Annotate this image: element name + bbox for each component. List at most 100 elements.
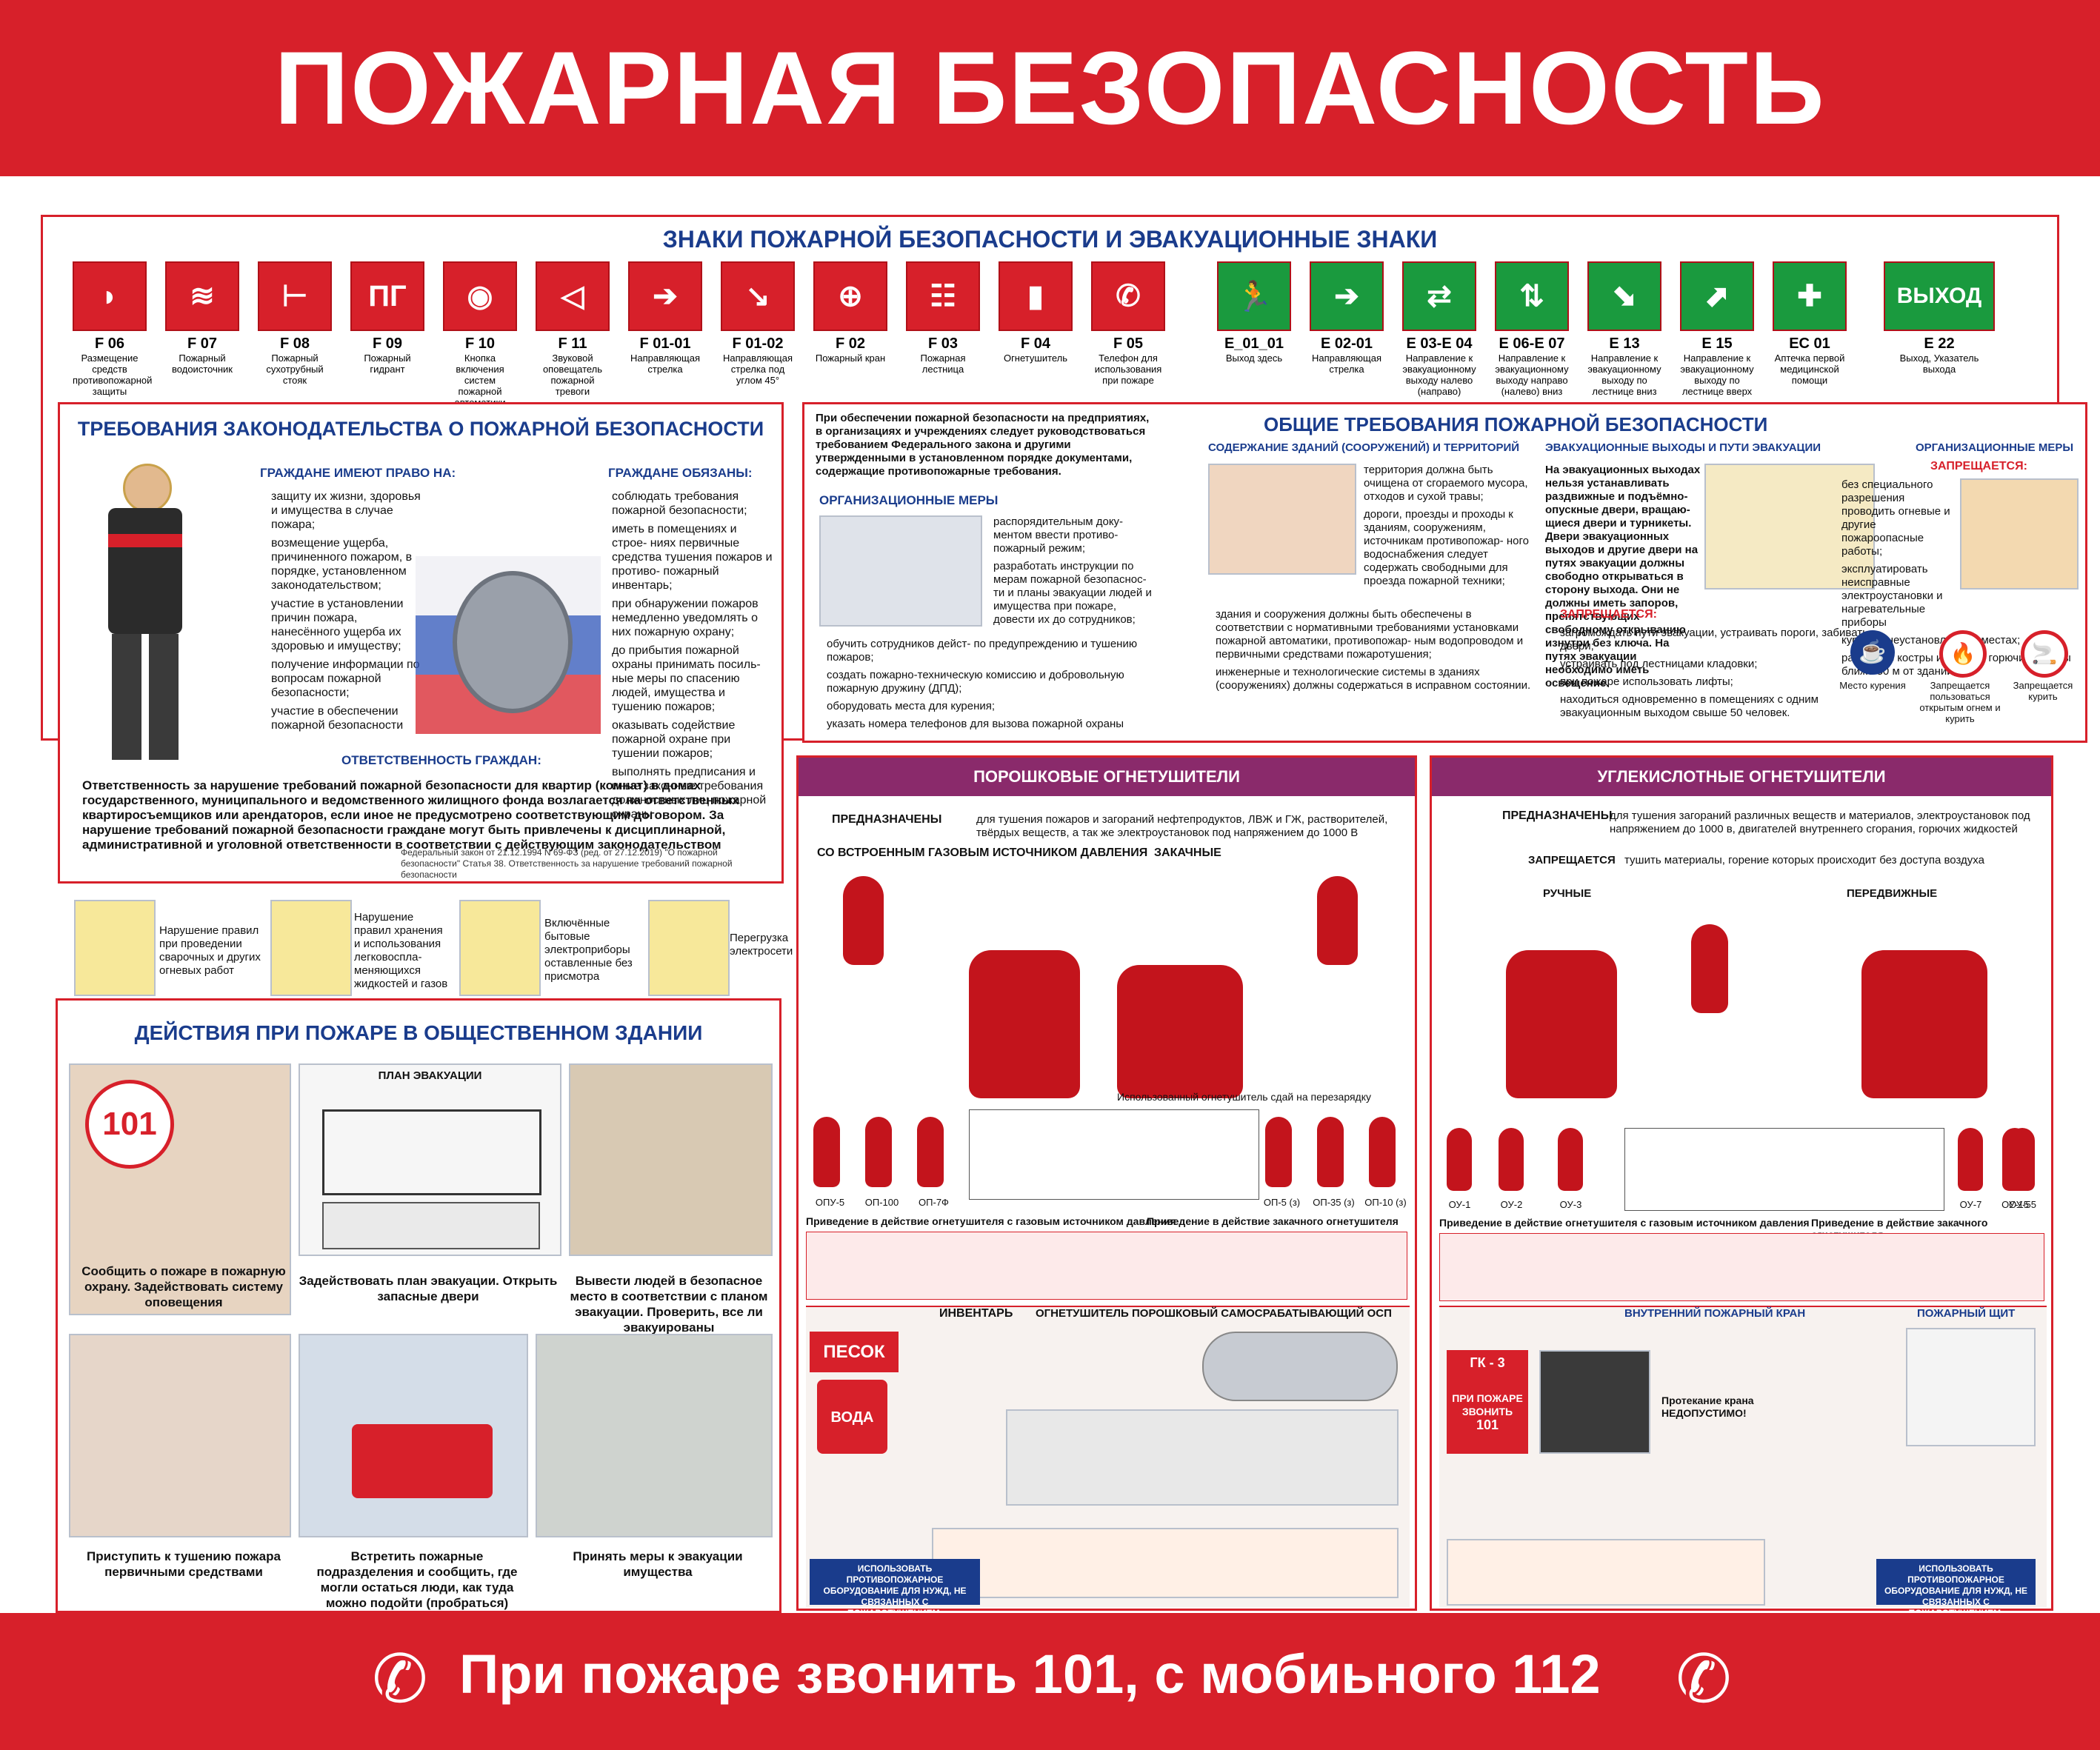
violation-caption: Нарушение правил при проведении сварочны… [159, 924, 261, 977]
extinguisher-icon [1117, 965, 1243, 1098]
sign-code: E 22 [1924, 335, 1955, 352]
co2-purpose: для тушения загораний различных веществ … [1610, 809, 2030, 835]
list-item: иметь в помещениях и строе- ниях первичн… [612, 523, 773, 592]
extinguisher-icon [1447, 1128, 1472, 1191]
list-item: участие в обеспечении пожарной безопасно… [271, 705, 404, 732]
list-item: соблюдать требования пожарной безопаснос… [612, 490, 747, 517]
osp-canister [1202, 1332, 1398, 1401]
sign-icon: ⊢ [258, 261, 332, 331]
sign-code: F 10 [464, 335, 496, 352]
sign-caption: Выход здесь [1225, 353, 1283, 364]
fire-shield-image [1906, 1328, 2036, 1446]
evacuation-plan-image: ПЛАН ЭВАКУАЦИИ [299, 1063, 561, 1256]
sign-icon: ВЫХОД [1884, 261, 1995, 331]
welding-photo [1960, 478, 2079, 590]
sign-code: F 08 [279, 335, 310, 352]
step-caption: Принять меры к эвакуации имущества [573, 1549, 743, 1579]
meeting-photo [819, 515, 982, 627]
sign-icon: ⇄ [1402, 261, 1476, 331]
step-caption: Вывести людей в безопасное место в соотв… [570, 1274, 768, 1335]
list-item: находиться одновременно в помещениях с о… [1560, 693, 1819, 719]
sign-icon: ◗ [73, 261, 147, 331]
pumped-label: ЗАКАЧНЫЕ [1154, 846, 1221, 859]
plan-title: ПЛАН ЭВАКУАЦИИ [378, 1069, 482, 1082]
sign-code: F 02 [835, 335, 866, 352]
exit-forbid-list: загромождать пути эвакуации, устраивать … [1560, 627, 1886, 724]
sign-icon: ✚ [1773, 261, 1847, 331]
sign-code: F 01-02 [732, 335, 784, 352]
sign-icon: ↘ [721, 261, 795, 331]
co2-panel: УГЛЕКИСЛОТНЫЕ ОГНЕТУШИТЕЛИ ПРЕДНАЗНАЧЕНЫ… [1430, 755, 2053, 1629]
sign-code: EC 01 [1789, 335, 1830, 352]
sign-code: F 05 [1113, 335, 1144, 352]
co2-purpose-label: ПРЕДНАЗНАЧЕНЫ [1502, 809, 1613, 822]
rights-list: защиту их жизни, здоровья и имущества в … [271, 490, 427, 737]
powder-panel: ПОРОШКОВЫЕ ОГНЕТУШИТЕЛИ ПРЕДНАЗНАЧЕНЫ дл… [796, 755, 1417, 1629]
powder-warning: ИСПОЛЬЗОВАТЬ ПРОТИВОПОЖАРНОЕ ОБОРУДОВАНИ… [810, 1559, 980, 1629]
org2-title: ОРГАНИЗАЦИОННЫЕ МЕРЫ [1916, 441, 2074, 454]
extinguisher-icon [1317, 876, 1358, 965]
co2-steps-strip [1439, 1233, 2044, 1301]
org2-list: без специального разрешения проводить ог… [1841, 478, 2079, 683]
sign-caption: Пожарный кран [815, 353, 886, 364]
sign-icon: ≋ [165, 261, 239, 331]
sign-caption: Звуковой оповещатель пожарной тревоги [542, 353, 603, 397]
violation-image [270, 900, 352, 996]
duties-title: ГРАЖДАНЕ ОБЯЗАНЫ: [608, 466, 753, 480]
extinguisher-icon [1499, 1128, 1524, 1191]
specs-table [1624, 1128, 1944, 1211]
model-label: ОП-10 (з) [1364, 1197, 1407, 1208]
list-item: обучить сотрудников дейст- по предупрежд… [827, 638, 1138, 664]
cabinet-label: ГК - 3 [1470, 1355, 1505, 1370]
builtin-label: СО ВСТРОЕННЫМ ГАЗОВЫМ ИСТОЧНИКОМ ДАВЛЕНИ… [817, 846, 1148, 859]
list-item: загромождать пути эвакуации, устраивать … [1560, 627, 1868, 652]
violation-image [648, 900, 730, 996]
step-caption: Приступить к тушению пожара первичными с… [87, 1549, 281, 1579]
co2-title: УГЛЕКИСЛОТНЫЕ ОГНЕТУШИТЕЛИ [1432, 758, 2051, 796]
cabinet-number: 101 [1476, 1417, 1499, 1432]
powder-steps-strip [806, 1232, 1407, 1300]
step-caption: Встретить пожарные подразделения и сообщ… [316, 1549, 518, 1610]
no-open-fire-icon: 🔥 [1939, 630, 1987, 678]
extinguisher-icon [843, 876, 884, 965]
resp-text: Ответственность за нарушение требований … [82, 778, 739, 852]
sign-code: E_01_01 [1224, 335, 1284, 352]
extinguisher-icon [1265, 1117, 1292, 1187]
icon-caption: Запрещается курить [2013, 680, 2073, 702]
firetruck-photo [1208, 464, 1356, 575]
no-smoking-icon: 🚬 [2021, 630, 2068, 678]
inventory-title: ИНВЕНТАРЬ [939, 1307, 1013, 1320]
osp-steps [932, 1528, 1399, 1598]
violation-image [459, 900, 541, 996]
extinguisher-icon [1317, 1117, 1344, 1187]
sign-icon: ◁ [536, 261, 610, 331]
powder-purpose: для тушения пожаров и загораний нефтепро… [976, 813, 1388, 839]
list-item: выполнять предписания и иные законные тр… [612, 766, 767, 821]
list-item: устраивать под лестницами кладовки; [1560, 658, 1758, 670]
hose-image [1539, 1350, 1650, 1454]
sign-icon: ➔ [628, 261, 702, 331]
list-item: защиту их жизни, здоровья и имущества в … [271, 490, 421, 531]
sign-caption: Направляющая стрелка [1311, 353, 1382, 375]
sign-icon: ⊕ [813, 261, 887, 331]
sign-code: E 15 [1701, 335, 1733, 352]
powder-caption-2: Приведение в действие закачного огнетуши… [1147, 1215, 1399, 1227]
step-caption: Задействовать план эвакуации. Открыть за… [299, 1274, 558, 1303]
powder-purpose-label: ПРЕДНАЗНАЧЕНЫ [832, 813, 942, 826]
firetruck-image [299, 1334, 528, 1537]
footer-text: При пожаре звонить 101, с мобиьного 112 [459, 1643, 1601, 1705]
list-item: здания и сооружения должны быть обеспече… [1216, 608, 1524, 661]
general-title: ОБЩИЕ ТРЕБОВАНИЯ ПОЖАРНОЙ БЕЗОПАСНОСТИ [1264, 413, 1768, 435]
